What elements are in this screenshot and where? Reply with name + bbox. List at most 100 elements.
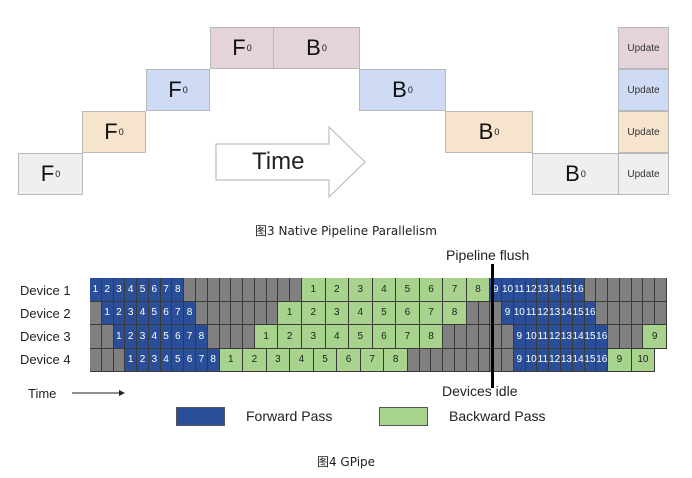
backward-pass-cell: 2 xyxy=(243,348,267,372)
backward-pass-cell: 2 xyxy=(325,278,350,302)
backward-pass-cell: 9 xyxy=(643,325,667,349)
forward-pass-cell: 2 xyxy=(125,325,138,349)
pipeline-flush-line xyxy=(491,264,494,388)
idle-cell xyxy=(478,301,491,325)
idle-cell xyxy=(478,348,491,372)
idle-cell xyxy=(90,325,102,349)
backward-pass-cell: 1 xyxy=(278,301,302,325)
idle-cell xyxy=(655,301,667,325)
forward-pass-cell: 1 xyxy=(90,278,102,302)
idle-cell xyxy=(231,325,244,349)
idle-cell xyxy=(219,278,232,302)
idle-cell xyxy=(113,348,126,372)
forward-pass-cell: 5 xyxy=(160,325,173,349)
backward-pass-cell: 6 xyxy=(419,278,444,302)
idle-cell xyxy=(101,325,114,349)
forward-pass-cell: 8 xyxy=(184,301,196,325)
block-label: F xyxy=(232,35,246,60)
device-label: Device 4 xyxy=(20,352,71,367)
backward-pass-cell: 4 xyxy=(325,325,350,349)
forward-pass-cell: 10 xyxy=(526,325,538,349)
forward-pass-cell: 4 xyxy=(125,278,138,302)
device-label: Device 1 xyxy=(20,283,71,298)
block-subscript: 0 xyxy=(580,169,586,179)
forward-pass-cell: 5 xyxy=(148,301,161,325)
idle-cell xyxy=(455,348,467,372)
figure-4-caption: 图4 GPipe xyxy=(316,455,376,469)
forward-pass-cell: 1 xyxy=(125,348,138,372)
idle-cell xyxy=(231,301,244,325)
backward-pass-cell: 7 xyxy=(360,348,385,372)
backward-pass-cell: 3 xyxy=(266,348,291,372)
backward-pass-cell: 1 xyxy=(254,325,279,349)
backward-pass-cell: 5 xyxy=(372,301,397,325)
idle-cell xyxy=(419,348,432,372)
idle-cell xyxy=(443,348,456,372)
forward-pass-cell: 2 xyxy=(101,278,114,302)
idle-cell xyxy=(266,301,279,325)
devices-idle-label: Devices idle xyxy=(442,383,518,399)
stage4-update-block: Update xyxy=(618,27,669,69)
forward-pass-cell: 13 xyxy=(549,301,561,325)
backward-pass-cell: 6 xyxy=(337,348,361,372)
backward-pass-cell: 5 xyxy=(313,348,338,372)
figure-3-caption: 图3 Native Pipeline Parallelism xyxy=(255,224,437,238)
idle-cell xyxy=(243,325,255,349)
idle-cell xyxy=(466,301,479,325)
idle-cell xyxy=(219,301,232,325)
idle-cell xyxy=(596,301,609,325)
backward-pass-cell: 4 xyxy=(349,301,373,325)
forward-pass-cell: 12 xyxy=(549,348,561,372)
backward-pass-cell: 3 xyxy=(301,325,326,349)
idle-cell xyxy=(243,301,255,325)
forward-pass-cell: 7 xyxy=(172,301,185,325)
forward-pass-cell: 15 xyxy=(561,278,573,302)
forward-pass-cell: 7 xyxy=(184,325,196,349)
idle-cell xyxy=(90,301,102,325)
forward-pass-cell: 16 xyxy=(573,278,585,302)
stage2-update-block: Update xyxy=(618,111,669,153)
backward-pass-cell: 8 xyxy=(419,325,444,349)
backward-pass-cell: 7 xyxy=(419,301,444,325)
idle-cell xyxy=(643,301,656,325)
idle-cell xyxy=(490,348,503,372)
idle-cell xyxy=(643,278,656,302)
forward-pass-cell: 7 xyxy=(195,348,208,372)
update-label: Update xyxy=(627,126,660,138)
device-label: Device 3 xyxy=(20,329,71,344)
backward-pass-cell: 2 xyxy=(301,301,326,325)
idle-cell xyxy=(243,278,255,302)
forward-pass-cell: 13 xyxy=(561,348,573,372)
idle-cell xyxy=(184,278,196,302)
backward-pass-cell: 7 xyxy=(443,278,467,302)
idle-cell xyxy=(278,278,291,302)
forward-pass-cell: 6 xyxy=(148,278,161,302)
idle-cell xyxy=(619,278,632,302)
idle-cell xyxy=(455,325,467,349)
forward-pass-cell: 11 xyxy=(525,301,538,325)
idle-cell xyxy=(655,278,667,302)
backward-pass-cell: 2 xyxy=(278,325,302,349)
block-subscript: 0 xyxy=(55,169,61,179)
block-label: B xyxy=(306,35,321,60)
forward-pass-cell: 6 xyxy=(172,325,185,349)
idle-cell xyxy=(207,278,220,302)
forward-pass-cell: 1 xyxy=(113,325,126,349)
forward-pass-cell: 5 xyxy=(137,278,149,302)
legend-forward-label: Forward Pass xyxy=(246,408,333,424)
forward-pass-cell: 11 xyxy=(513,278,526,302)
idle-cell xyxy=(101,348,114,372)
backward-pass-cell: 5 xyxy=(396,278,420,302)
backward-pass-cell: 6 xyxy=(396,301,420,325)
block-subscript: 0 xyxy=(494,127,500,137)
idle-cell xyxy=(207,301,220,325)
backward-pass-cell: 9 xyxy=(608,348,632,372)
stage3-update-block: Update xyxy=(618,69,669,111)
forward-pass-cell: 10 xyxy=(502,278,514,302)
block-subscript: 0 xyxy=(182,85,188,95)
backward-pass-cell: 5 xyxy=(349,325,373,349)
